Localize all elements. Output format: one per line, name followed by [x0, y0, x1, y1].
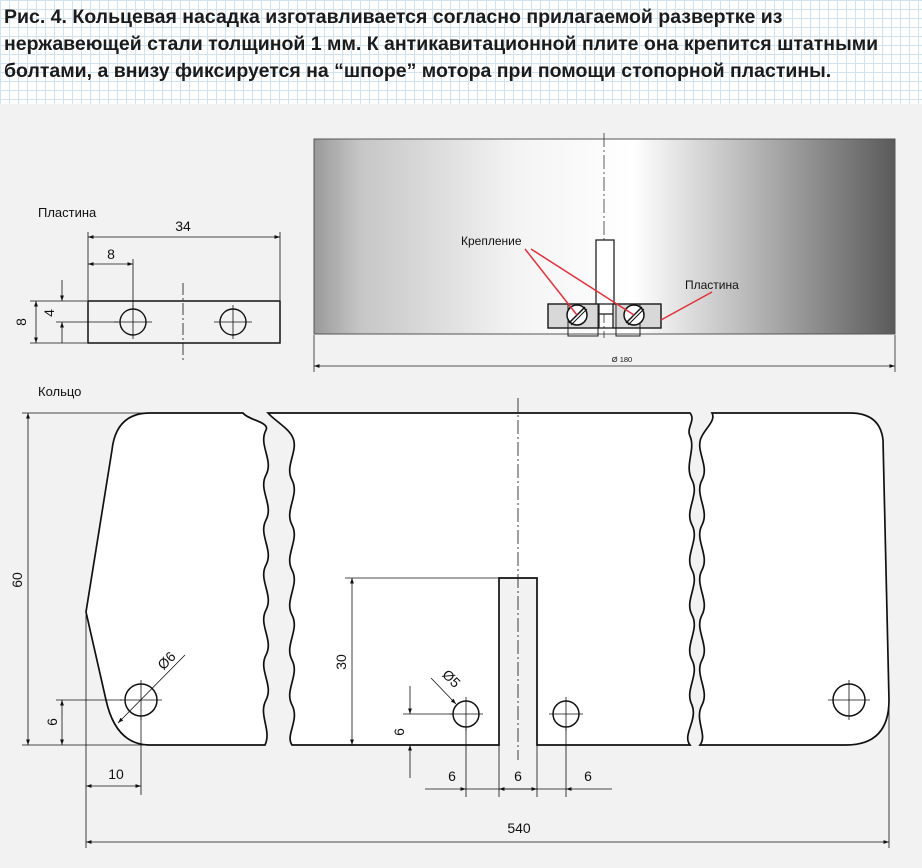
- plate-dim-hole-offset: 8: [107, 246, 115, 262]
- skeg-tab: [595, 239, 615, 315]
- ring-dim-slot-bottom: 6: [391, 728, 407, 736]
- photo-dim-diameter: Ø 180: [612, 355, 632, 364]
- ring-dim-slot-height: 30: [333, 654, 349, 670]
- annotation-leaders: [524, 248, 713, 321]
- plate-title: Пластина: [38, 205, 97, 220]
- caption-panel: Рис. 4. Кольцевая насадка изготавливаетс…: [0, 0, 922, 104]
- plate-dim-hole-center: 4: [41, 309, 57, 317]
- mounting-illustration: Крепление Пластина Ø 180: [313, 133, 896, 372]
- plate-drawing: Пластина 34 8 8 4: [13, 205, 281, 362]
- ring-segment-right: [698, 412, 890, 746]
- ring-dim-bottom-mid: 6: [514, 768, 522, 784]
- plate-dim-width: 34: [175, 218, 191, 234]
- label-mount: Крепление: [461, 234, 522, 248]
- stop-plate: [547, 303, 662, 329]
- label-plate: Пластина: [685, 278, 739, 292]
- ring-segment-center: [266, 412, 696, 746]
- figure-caption: Рис. 4. Кольцевая насадка изготавливаетс…: [4, 6, 879, 82]
- ring-title: Кольцо: [38, 384, 81, 399]
- plate-dim-height: 8: [13, 318, 29, 326]
- ring-dim-bottom-right: 6: [584, 768, 592, 784]
- ring-segment-left: [85, 412, 270, 746]
- ring-drawing: Кольцо: [9, 384, 890, 848]
- ring-dim-hole-edge: 10: [108, 766, 124, 782]
- ring-dim-total: 540: [507, 820, 531, 836]
- ring-dim-bottom-left: 6: [448, 768, 456, 784]
- ring-dim-height: 60: [9, 572, 25, 588]
- ring-dim-hole-height: 6: [44, 718, 60, 726]
